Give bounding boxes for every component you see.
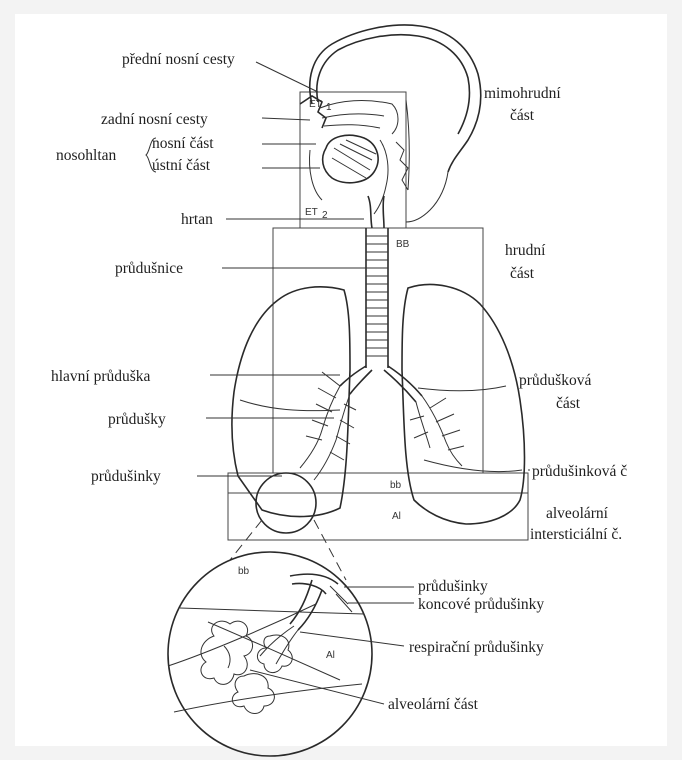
alveolar-interstitial-region-box [228,493,528,540]
label-ustni-cast: ústní část [152,157,211,174]
label-zadni-nosni-cesty: zadní nosní cesty [101,111,208,128]
bronchial-region-box [273,228,483,473]
code-al-lower: Al [392,511,401,522]
label-intersticialni: intersticiální č. [530,526,622,543]
label-predni-nosni-cesty: přední nosní cesty [122,51,235,68]
label-prudusinky: průdušinky [91,468,161,485]
label-mimohrudni-cast: část [510,107,535,124]
head-outline [310,25,481,222]
code-et1: ET [309,99,322,110]
label-hrtan: hrtan [181,211,213,228]
label-mimohrudni: mimohrudní [484,85,561,102]
code-bb-upper: BB [396,239,410,250]
bronchial-tree [300,366,464,480]
code-al-zoom: Al [326,650,335,661]
label-hrudni-cast: část [510,265,535,282]
label-pruduskova-cast: část [556,395,581,412]
label-alveolarni: alveolární [546,505,609,522]
label-nosni-cast: nosní část [152,135,214,152]
label-prudusky: průdušky [108,411,166,428]
label-hrudni: hrudní [505,242,546,259]
zoom-circle [168,552,372,756]
code-et1-sub: 1 [326,102,332,113]
right-lung [402,285,525,524]
label-respiracni-prudusinky: respirační průdušinky [409,639,544,656]
magnified-region-marker [256,473,316,533]
code-bb-zoom: bb [238,566,250,577]
code-et2: ET [305,207,318,218]
trachea-drawing [366,228,388,368]
label-zoom-prudusinky: průdušinky [418,578,488,595]
label-pruduskova: průdušková [519,372,591,389]
label-prudusinkova: průdušinková č [532,463,627,480]
label-prudusnice: průdušnice [115,260,183,277]
code-bb-lower: bb [390,480,402,491]
label-alveolarni-cast: alveolární část [388,696,479,713]
label-koncove-prudusinky: koncové průdušinky [418,596,544,613]
label-hlavni-pruduska: hlavní průduška [51,368,151,385]
label-nosohltan: nosohltan [56,147,117,164]
